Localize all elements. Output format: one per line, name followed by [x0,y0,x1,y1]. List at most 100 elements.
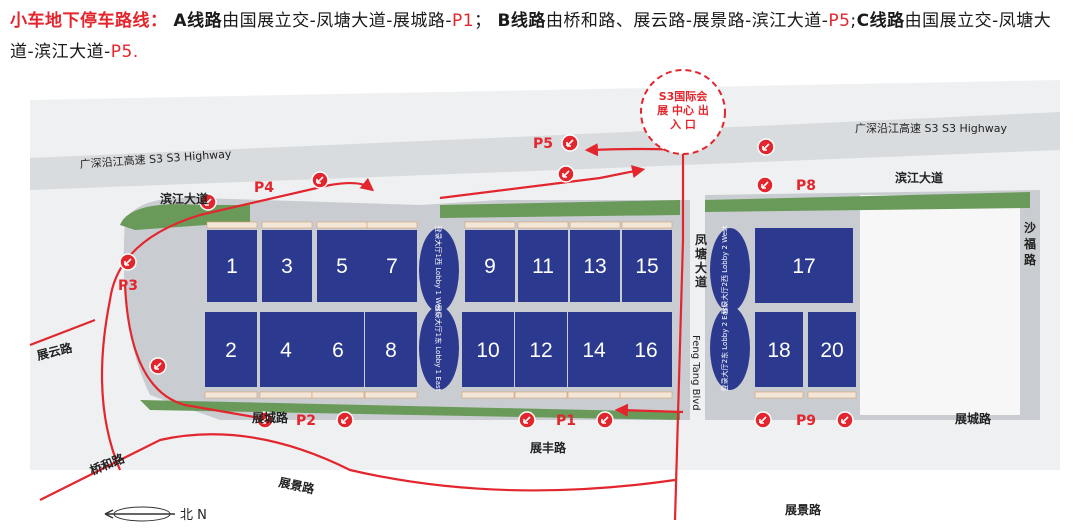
empty-plot [860,195,1020,415]
compass-label: 北 N [180,508,207,523]
road-fengtang-en: Feng Tang Blvd [690,335,701,411]
line-b-label: B线路 [497,11,546,31]
highway-label-right: 广深沿江高速 S3 S3 Highway [855,121,1007,135]
hall-label-7: 7 [386,255,398,278]
lobby-2-west-label: 登录大厅2西 Lobby 2 West [720,225,729,314]
hall-label-17: 17 [792,255,815,278]
hall-8 [365,312,417,387]
parking-arrow-icon[interactable] [149,357,167,375]
hall-6 [312,312,364,387]
hall-label-18: 18 [767,339,790,362]
parking-arrow-icon[interactable] [754,411,772,429]
line-a-parking: P1 [451,11,475,31]
lobby-1-west [419,228,459,312]
road-binjiang-left: 滨江大道 [160,191,208,206]
road-zhanjing-right: 展景路 [785,502,822,517]
header-sep-1: ； [474,11,492,31]
parking-p8[interactable]: P8 [796,178,816,194]
route-p1 [614,403,684,417]
hall-label-5: 5 [336,255,348,278]
hall-9 [465,230,515,302]
parking-p4[interactable]: P4 [254,180,274,196]
hall-label-13: 13 [583,255,606,278]
s3-exit-sign [640,69,726,155]
road-shafu-2: 福 [1023,236,1036,251]
road-fengtang-2: 塘 [695,246,707,261]
road-zhanfeng: 展丰路 [530,440,567,455]
parking-p5[interactable]: P5 [533,136,553,152]
route-binjiang-east [439,165,646,200]
hall-7 [367,230,417,302]
greenery [440,200,680,218]
hall-4 [260,312,312,387]
parking-arrow-icon[interactable] [336,411,354,429]
hall-11 [518,230,568,302]
hall-16 [620,312,672,387]
parking-arrow-icon[interactable] [119,253,137,271]
hall-label-12: 12 [529,339,552,362]
hall-15 [622,230,672,302]
hall-label-16: 16 [634,339,657,362]
route-header: 小车地下停车路线： A线路由国展立交-凤塘大道-展城路-P1； B线路由桥和路、… [10,6,1070,68]
parking-arrow-icon[interactable] [596,411,614,429]
hall-14 [568,312,620,387]
parking-arrow-icon[interactable] [518,411,536,429]
hall-label-6: 6 [332,339,344,362]
parking-p9[interactable]: P9 [796,413,816,429]
parking-p3[interactable]: P3 [118,278,138,294]
hall-10 [462,312,514,387]
hall-label-20: 20 [820,339,843,362]
road-fengtang-4: 道 [695,274,707,289]
parking-arrow-icon[interactable] [311,171,329,189]
lobby-1-west-label: 登录大厅1西 Lobby 1 West [434,226,443,315]
header-title: 小车地下停车路线： [10,11,168,31]
lobby-1-east-label: 登录大厅1东 Lobby 1 East [434,305,443,392]
hall-label-2: 2 [225,339,237,362]
hall-17 [755,228,853,303]
hall-label-4: 4 [280,339,292,362]
header-sep-2: ; [850,11,857,31]
hall-label-3: 3 [281,255,293,278]
hall-label-10: 10 [476,339,499,362]
lobby-2-east [710,306,750,390]
road-zhancheng-right: 展城路 [955,411,992,426]
line-a-label: A线路 [173,11,223,31]
parking-arrow-icon[interactable] [836,411,854,429]
venue-map: 1 3 5 7 9 11 13 15 17 2 4 6 8 10 12 14 1… [0,62,1080,532]
exit-sign-line3: 入 口 [670,118,696,131]
route-p2 [123,284,261,420]
hall-2 [205,312,257,387]
compass-icon [104,506,175,522]
lobby-2-east-label: 登录大厅2东 Lobby 2 East [720,304,729,391]
highway-band [30,112,1060,190]
lobby-1-east [419,306,459,390]
hall-label-14: 14 [582,339,606,362]
line-c-text: 由国展立交-凤塘大道-滨江大道- [10,11,1052,62]
road-fengtang-3: 大 [695,260,707,275]
parking-arrow-icon[interactable] [756,176,774,194]
hall-1 [207,230,257,302]
route-binjiang [100,177,375,471]
parking-arrow-icon[interactable] [557,165,575,183]
hall-label-11: 11 [532,255,554,278]
line-c-parking: P5. [110,42,139,62]
lobby-2-west [710,228,750,312]
hall-5 [317,230,367,302]
exit-sign-line1: S3国际会 [659,89,709,103]
road-zhancheng-left: 展城路 [252,410,289,425]
greenery [140,400,680,420]
road-shafu-3: 路 [1024,252,1037,267]
line-b-text: 由桥和路、展云路-展景路-滨江大道- [545,11,829,31]
line-a-text: 由国展立交-凤塘大道-展城路- [222,11,452,31]
hall-20 [808,312,856,387]
road-fengtang-1: 凤 [695,233,707,247]
hall-18 [755,312,803,387]
hall-label-1: 1 [226,255,238,278]
parking-p2[interactable]: P2 [296,413,316,429]
line-b-parking: P5 [828,11,851,31]
hall-label-8: 8 [385,339,397,362]
parking-p1[interactable]: P1 [556,413,576,429]
greenery [705,192,1030,212]
parking-arrow-icon[interactable] [561,134,579,152]
parking-arrow-icon[interactable] [757,138,775,156]
